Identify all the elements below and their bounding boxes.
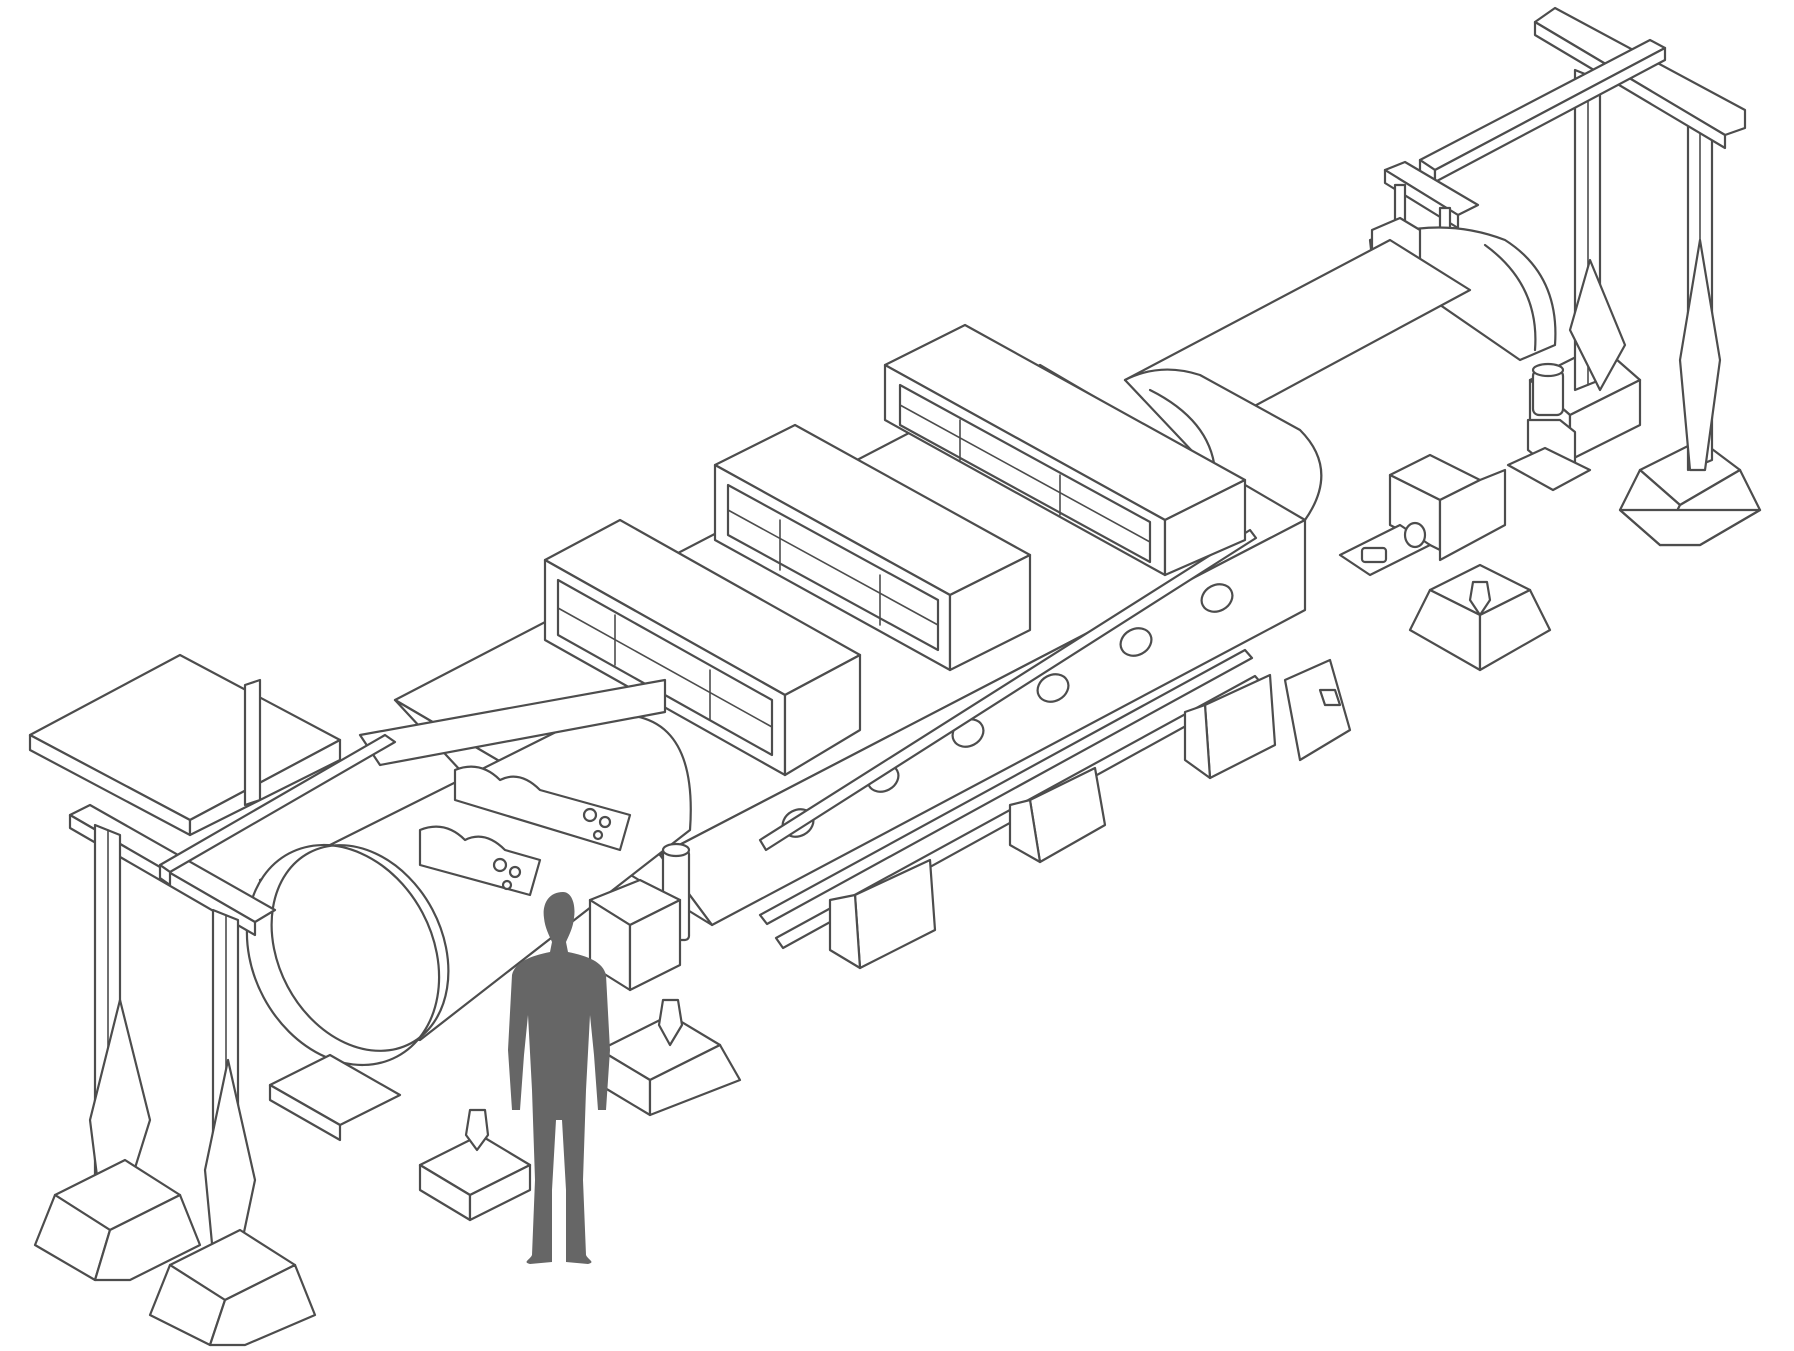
rear-gantry-upright-right [1678, 108, 1722, 472]
human-figure-scale-reference [508, 892, 610, 1264]
rear-gantry-footing-right [1618, 438, 1762, 547]
rear-valve-footing [1408, 563, 1552, 672]
front-gantry [33, 678, 397, 1347]
vessel-footings [268, 998, 742, 1222]
front-gantry-footing-right [148, 1228, 317, 1347]
cabinet-frame-front [543, 518, 862, 777]
rear-gantry-beam-cross [1418, 38, 1667, 184]
front-end-vessel [28, 653, 742, 1222]
rear-valve-box [1338, 453, 1552, 672]
rear-pipe-assembly [1123, 238, 1592, 522]
cabinet-frame-middle [713, 423, 1032, 672]
front-gantry-upright-left [88, 823, 152, 1207]
vessel-side-brackets [418, 765, 632, 897]
chassis-support-blocks [828, 658, 1352, 970]
rear-gantry-beam-top [1533, 6, 1747, 150]
front-gantry-upright-right [203, 908, 257, 1277]
cabinet-frame-rear [883, 323, 1247, 577]
front-gantry-footing-left [33, 1158, 202, 1282]
rear-gantry-upright-left [1568, 68, 1627, 392]
rear-pump-unit [1506, 362, 1592, 492]
